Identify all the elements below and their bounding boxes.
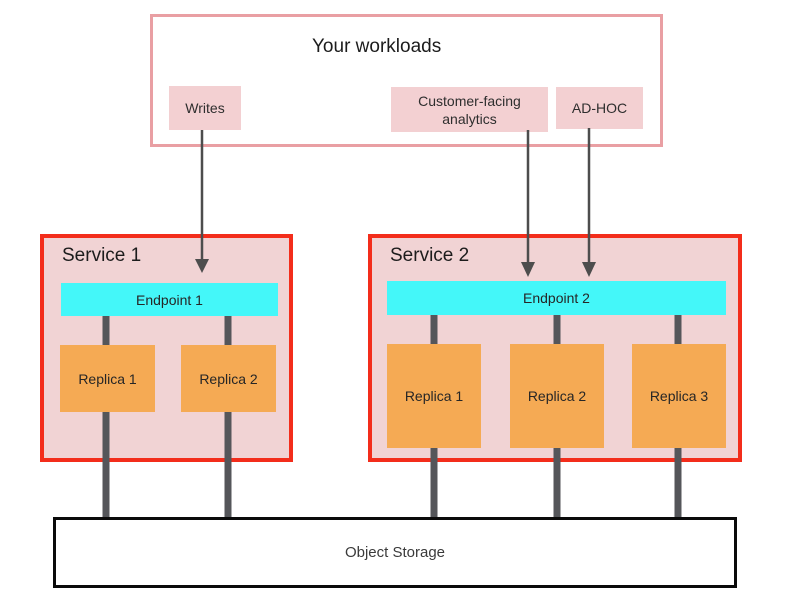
service-2-replica-1: Replica 1 [387,344,481,448]
service-1-label: Service 1 [62,245,142,266]
service-2-replica-3: Replica 3 [632,344,726,448]
object-storage-box: Object Storage [53,517,737,588]
object-storage-label: Object Storage [344,544,446,561]
workload-customer-facing-analytics: Customer-facing analytics [391,87,548,132]
service-1-endpoint: Endpoint 1 [61,283,278,316]
workload-writes: Writes [169,86,241,130]
service-1-replica-1: Replica 1 [60,345,155,412]
service-1-replica-2: Replica 2 [181,345,276,412]
workload-ad-hoc: AD-HOC [556,87,643,129]
service-2-label: Service 2 [390,245,470,266]
workloads-title: Your workloads [312,36,442,57]
service-2-replica-2: Replica 2 [510,344,604,448]
service-2-endpoint: Endpoint 2 [387,281,726,315]
